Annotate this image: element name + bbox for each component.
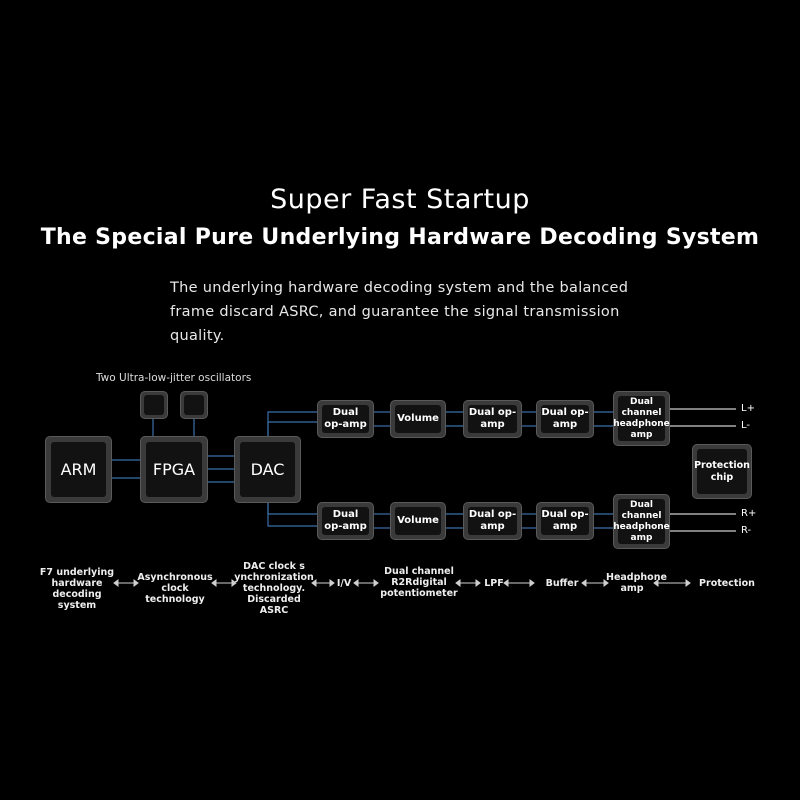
page-title: Super Fast Startup — [270, 184, 530, 215]
flow-label-lpf: LPF — [484, 578, 504, 589]
flow-label-protection: Protection — [699, 578, 755, 589]
flow-label-headphone-amp: Headphone amp — [606, 572, 667, 594]
bottom-dual-op-amp-3: Dual op-amp — [536, 502, 594, 540]
flow-label-r2r: Dual channel R2Rdigital potentiometer — [380, 566, 458, 599]
bottom-headphone-amp: Dual channel headphone amp — [613, 494, 670, 549]
output-l-plus: L+ — [741, 403, 755, 414]
arm-block: ARM — [45, 436, 112, 503]
top-headphone-amp: Dual channel headphone amp — [613, 391, 670, 446]
page-subtitle: The Special Pure Underlying Hardware Dec… — [40, 225, 760, 250]
output-l-minus: L- — [741, 420, 751, 431]
output-r-minus: R- — [741, 525, 752, 536]
fpga-label: FPGA — [146, 442, 202, 497]
dac-label: DAC — [240, 442, 295, 497]
bottom-dual-op-amp-1: Dual op-amp — [317, 502, 374, 540]
flow-label-iv: I/V — [336, 578, 352, 589]
top-dual-op-amp-1: Dual op-amp — [317, 400, 374, 438]
fpga-block: FPGA — [140, 436, 208, 503]
oscillator-1-block — [140, 391, 168, 419]
top-dual-op-amp-3: Dual op-amp — [536, 400, 594, 438]
bottom-dual-op-amp-2: Dual op-amp — [463, 502, 522, 540]
top-dual-op-amp-2: Dual op-amp — [463, 400, 522, 438]
bottom-volume: Volume — [390, 502, 446, 540]
dac-block: DAC — [234, 436, 301, 503]
page-description: The underlying hardware decoding system … — [170, 280, 629, 344]
flow-label-async-clock: Asynchronous clock technology — [137, 572, 213, 605]
oscillator-2-block — [180, 391, 208, 419]
arm-label: ARM — [51, 442, 106, 497]
flow-label-dac-clock: DAC clock s ynchronization technology. D… — [234, 561, 314, 616]
oscillator-label: Two Ultra-low-jitter oscillators — [96, 372, 252, 384]
flow-label-f7: F7 underlying hardware decoding system — [39, 567, 115, 611]
flow-label-buffer: Buffer — [545, 578, 579, 589]
top-volume: Volume — [390, 400, 446, 438]
output-r-plus: R+ — [741, 508, 757, 519]
protection-chip: Protection chip — [692, 444, 752, 499]
